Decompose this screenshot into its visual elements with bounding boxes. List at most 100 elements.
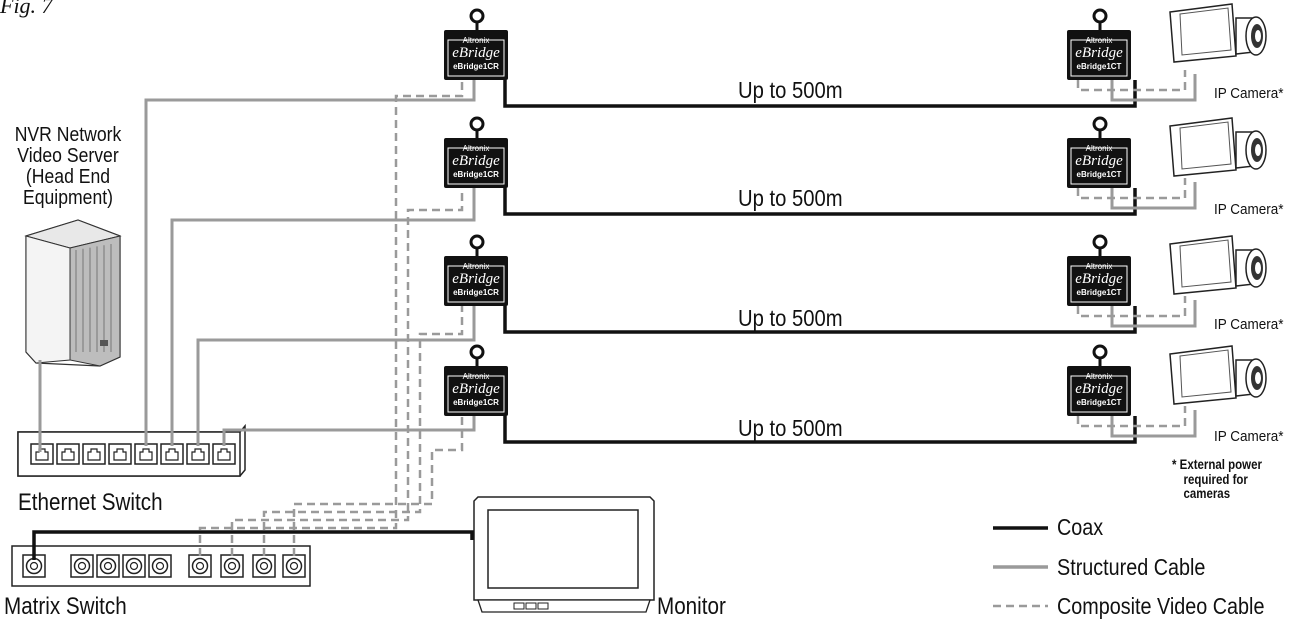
footnote-asterisk: *	[1172, 456, 1177, 472]
nvr-label-line: (Head End	[25, 166, 111, 188]
structured-cable	[144, 80, 476, 446]
product-name: eBridge	[1075, 153, 1123, 169]
brand-text: Altronix	[462, 262, 490, 271]
ip-camera-icon	[1169, 345, 1267, 405]
receiver-box-text: Altronix eBridge eBridge1CR	[447, 36, 505, 71]
legend	[993, 526, 1048, 608]
model-text: eBridge1CR	[453, 62, 499, 71]
product-name: eBridge	[452, 271, 500, 287]
mount-ring-icon	[469, 344, 485, 360]
brand-text: Altronix	[1085, 262, 1113, 271]
monitor-button-icon	[513, 602, 525, 610]
transceiver-box-text: Altronix eBridge eBridge1CT	[1070, 36, 1128, 71]
ethernet-switch-icon	[17, 423, 246, 477]
bnc-connector-icon	[188, 554, 212, 578]
model-text: eBridge1CR	[453, 288, 499, 297]
monitor-button-icon	[537, 602, 549, 610]
model-text: eBridge1CT	[1076, 62, 1122, 71]
ethernet-port-icon	[30, 443, 54, 465]
ethernet-port-icon	[212, 443, 236, 465]
nvr-label-line: Equipment)	[22, 187, 114, 209]
composite-video-cable	[198, 78, 464, 556]
ebridge-receiver-box	[444, 344, 508, 416]
composite-video-cable	[1076, 70, 1187, 92]
bnc-connector-icon	[220, 554, 244, 578]
bnc-connector-icon	[148, 554, 172, 578]
bnc-connector-icon	[282, 554, 306, 578]
distance-label: Up to 500m	[738, 415, 843, 441]
composite-video-cable	[1076, 178, 1187, 200]
coax-cable	[503, 416, 1137, 444]
brand-text: Altronix	[462, 36, 490, 45]
monitor-icon	[473, 496, 655, 613]
legend-structured-label: Structured Cable	[1057, 554, 1206, 580]
ethernet-port-icon	[160, 443, 184, 465]
mount-ring-icon	[1092, 8, 1108, 24]
composite-video-cable	[1076, 296, 1187, 318]
coax-cable	[503, 306, 1137, 334]
ip-camera-icon	[1169, 235, 1267, 295]
bnc-connector-icon	[96, 554, 120, 578]
ebridge-receiver-box	[444, 8, 508, 80]
brand-text: Altronix	[1085, 36, 1113, 45]
distance-label: Up to 500m	[738, 305, 843, 331]
transceiver-box-text: Altronix eBridge eBridge1CT	[1070, 372, 1128, 407]
structured-cable	[222, 416, 476, 446]
ip-camera-label: IP Camera*	[1214, 85, 1284, 102]
footnote-line: * External power	[1172, 457, 1262, 472]
monitor-button-icon	[525, 602, 537, 610]
ebridge-transceiver-box	[1067, 8, 1131, 80]
ip-camera-label: IP Camera*	[1214, 428, 1284, 445]
mount-ring-icon	[469, 234, 485, 250]
model-text: eBridge1CR	[453, 170, 499, 179]
ethernet-port-icon	[82, 443, 106, 465]
bnc-connector-icon	[122, 554, 146, 578]
structured-cable	[196, 306, 476, 446]
brand-text: Altronix	[462, 372, 490, 381]
composite-video-cable	[262, 304, 464, 556]
ethernet-port-icon	[56, 443, 80, 465]
footnote-line: required for	[1183, 470, 1248, 487]
ebridge-transceiver-box	[1067, 116, 1131, 188]
ip-camera-icon	[1169, 117, 1267, 177]
ethernet-port-icon	[108, 443, 132, 465]
legend-coax-label: Coax	[1057, 514, 1104, 540]
bnc-connector-icon	[70, 554, 94, 578]
ebridge-transceiver-box	[1067, 344, 1131, 416]
distance-label: Up to 500m	[738, 185, 843, 211]
legend-composite-label: Composite Video Cable	[1057, 593, 1265, 619]
matrix-switch-label: Matrix Switch	[4, 593, 127, 620]
coax-cable	[503, 80, 1137, 108]
ethernet-port-icon	[134, 443, 158, 465]
mount-ring-icon	[469, 116, 485, 132]
product-name: eBridge	[452, 153, 500, 169]
ip-camera-icon	[1169, 3, 1267, 63]
brand-text: Altronix	[1085, 372, 1113, 381]
brand-text: Altronix	[462, 144, 490, 153]
coax-cable	[32, 530, 474, 560]
figure-label: Fig. 7	[0, 0, 53, 18]
model-text: eBridge1CT	[1076, 170, 1122, 179]
footnote-text: External power	[1179, 456, 1262, 472]
transceiver-box-text: Altronix eBridge eBridge1CT	[1070, 144, 1128, 179]
product-name: eBridge	[452, 381, 500, 397]
power-footnote: * External power required for cameras	[1172, 457, 1262, 501]
model-text: eBridge1CT	[1076, 398, 1122, 407]
nvr-label-line: NVR Network	[14, 124, 122, 146]
model-text: eBridge1CR	[453, 398, 499, 407]
nvr-label-line: Video Server	[17, 145, 119, 167]
ebridge-receiver-box	[444, 234, 508, 306]
ip-camera-label: IP Camera*	[1214, 201, 1284, 218]
distance-label: Up to 500m	[738, 77, 843, 103]
receiver-box-text: Altronix eBridge eBridge1CR	[447, 262, 505, 297]
ethernet-switch-label: Ethernet Switch	[18, 489, 163, 516]
nvr-server-icon	[24, 219, 122, 367]
mount-ring-icon	[1092, 234, 1108, 250]
matrix-switch-icon	[11, 545, 311, 587]
composite-video-cable	[292, 414, 464, 556]
product-name: eBridge	[1075, 271, 1123, 287]
product-name: eBridge	[1075, 45, 1123, 61]
brand-text: Altronix	[1085, 144, 1113, 153]
composite-video-cable	[1076, 406, 1187, 428]
